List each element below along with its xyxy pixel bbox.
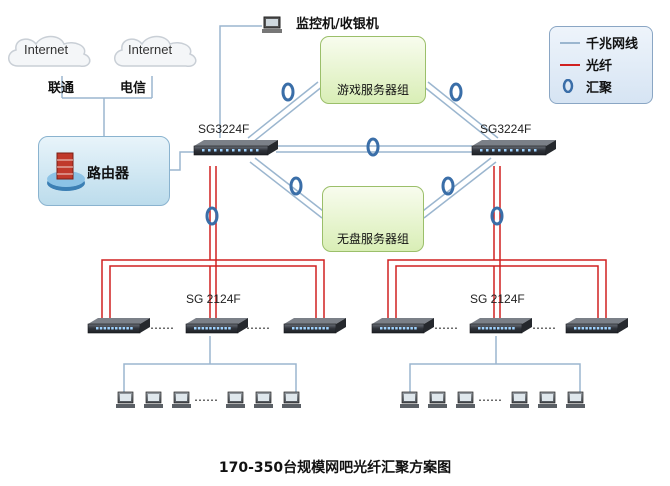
aggregation-markers (205, 82, 504, 226)
router-firewall-icon (47, 152, 85, 191)
pc-ellipsis: …… (478, 390, 502, 404)
core-switch-left-label: SG3224F (198, 122, 250, 136)
access-switch-right-label: SG 2124F (470, 292, 525, 306)
copper-line-swatch (560, 37, 580, 47)
switches (87, 140, 628, 334)
monitor-pc-icon (262, 16, 282, 33)
game-server-group: 游戏服务器组 (320, 36, 426, 104)
legend: 千兆网线 光纤 汇聚 (549, 26, 653, 104)
pc-icon (510, 391, 529, 408)
pc-icon (226, 391, 245, 408)
aggregation-ring (281, 82, 295, 102)
aggregation-ring (366, 137, 380, 157)
ellipsis: …… (246, 318, 270, 332)
access-switch (469, 318, 532, 334)
disk-server-label: 无盘服务器组 (337, 232, 410, 246)
pc-icon (566, 391, 585, 408)
core-switch-right (471, 140, 556, 156)
aggregation-ring (205, 206, 219, 226)
legend-item-aggregation: 汇聚 (560, 77, 613, 96)
access-switch (87, 318, 150, 334)
legend-item-fiber: 光纤 (560, 55, 613, 74)
isp-unicom-label: 联通 (48, 81, 75, 96)
pc-icon (116, 391, 135, 408)
core-switch-right-label: SG3224F (480, 122, 532, 136)
pc-icon (282, 391, 301, 408)
aggregation-ring-icon (560, 79, 580, 93)
pc-icon (172, 391, 191, 408)
pc-icon (254, 391, 273, 408)
aggregation-ring (490, 206, 504, 226)
game-server-label: 游戏服务器组 (337, 83, 410, 97)
ellipsis: …… (150, 318, 174, 332)
core-switch-left (193, 140, 278, 156)
internet-label: Internet (24, 42, 69, 57)
router-box: 路由器 (38, 136, 170, 206)
access-switch (565, 318, 628, 334)
access-switch (283, 318, 346, 334)
pc-icon (538, 391, 557, 408)
router-label: 路由器 (87, 166, 129, 182)
pc-icon (428, 391, 447, 408)
ellipsis: …… (434, 318, 458, 332)
aggregation-ring (289, 176, 303, 196)
legend-label: 汇聚 (586, 80, 613, 96)
internet-label: Internet (128, 42, 173, 57)
monitor-label: 监控机/收银机 (296, 17, 379, 32)
pc-icon (144, 391, 163, 408)
internet-cloud-unicom-icon (8, 35, 91, 67)
isp-telecom-label: 电信 (120, 81, 147, 96)
legend-item-copper: 千兆网线 (560, 33, 639, 52)
aggregation-ring (449, 82, 463, 102)
fiber-line-swatch (560, 59, 580, 69)
access-switch (371, 318, 434, 334)
ellipsis: …… (532, 318, 556, 332)
access-switch (185, 318, 248, 334)
pc-icon (456, 391, 475, 408)
pc-ellipsis: …… (194, 390, 218, 404)
internet-cloud-telecom-icon (114, 35, 197, 67)
access-switch-left-label: SG 2124F (186, 292, 241, 306)
legend-label: 光纤 (586, 58, 613, 74)
legend-label: 千兆网线 (586, 36, 639, 52)
pc-icon (400, 391, 419, 408)
aggregation-ring (441, 176, 455, 196)
diagram-caption: 170-350台规模网吧光纤汇聚方案图 (218, 460, 452, 476)
disk-server-group: 无盘服务器组 (322, 186, 424, 252)
pc-terminals (116, 391, 585, 408)
